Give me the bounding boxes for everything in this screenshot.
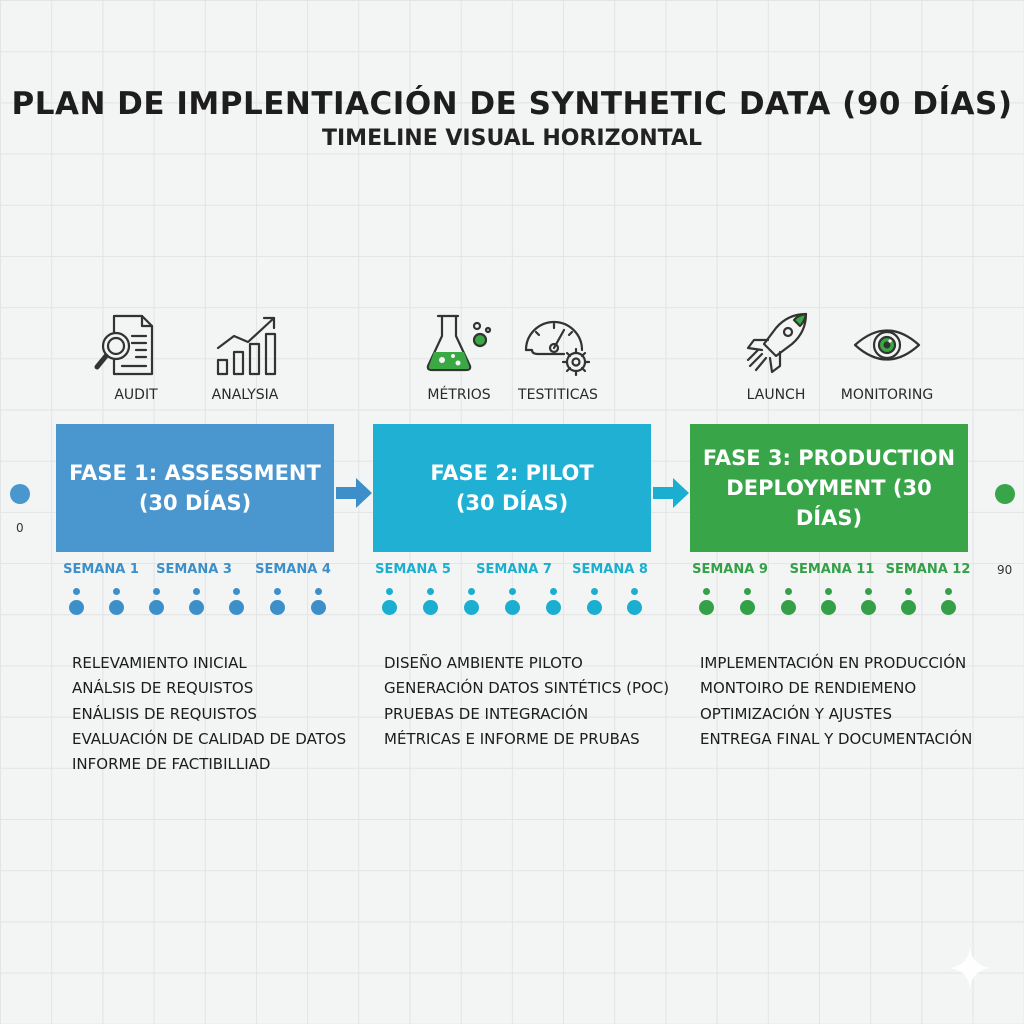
week-label: SEMANA 1 xyxy=(63,562,139,577)
phase-1-duration: (30 DÍAS) xyxy=(138,491,252,515)
timeline-start-dot xyxy=(10,484,30,504)
monitoring-icon-label: MONITORING xyxy=(840,387,934,403)
phase-1-title: FASE 1: ASSESSMENT xyxy=(69,461,321,485)
day-marker xyxy=(550,588,557,595)
day-dot xyxy=(821,600,836,615)
day-marker xyxy=(591,588,598,595)
day-marker xyxy=(73,588,80,595)
phase-1-task-list: RELEVAMIENTO INICIAL ANÁLSIS DE REQUISTO… xyxy=(72,651,346,777)
day-dot xyxy=(189,600,204,615)
day-dot xyxy=(229,600,244,615)
audit-document-magnifier-icon xyxy=(92,310,162,380)
day-marker xyxy=(274,588,281,595)
day-marker xyxy=(315,588,322,595)
task-item: ANÁLSIS DE REQUISTOS xyxy=(72,679,254,698)
week-label: SEMANA 11 xyxy=(789,562,875,577)
task-item: ENTREGA FINAL Y DOCUMENTACIÓN xyxy=(700,729,973,748)
day-dot xyxy=(861,600,876,615)
phase-2-duration: (30 DÍAS) xyxy=(455,491,569,515)
week-label: SEMANA 7 xyxy=(476,562,552,577)
arrow-right-icon xyxy=(653,478,689,508)
task-item: RELEVAMIENTO INICIAL xyxy=(72,654,247,672)
timeline-start-label: 0 xyxy=(16,521,24,535)
task-item: ENÁLISIS DE REQUISTOS xyxy=(72,704,257,723)
rocket-icon xyxy=(740,310,810,380)
day-dot xyxy=(781,600,796,615)
task-item: DISEÑO AMBIENTE PILOTO xyxy=(384,654,583,672)
metrics-icon-label: MÉTRIOS xyxy=(427,387,491,403)
day-dot xyxy=(311,600,326,615)
day-dot xyxy=(627,600,642,615)
day-dot xyxy=(546,600,561,615)
timeline-end-label: 90 xyxy=(997,563,1013,577)
phase-1-box: FASE 1: ASSESSMENT (30 DÍAS) xyxy=(56,424,334,552)
day-marker xyxy=(631,588,638,595)
day-marker xyxy=(785,588,792,595)
day-marker xyxy=(945,588,952,595)
week-label: SEMANA 3 xyxy=(156,562,232,577)
week-label: SEMANA 9 xyxy=(692,562,768,577)
day-marker xyxy=(905,588,912,595)
day-marker xyxy=(744,588,751,595)
day-marker xyxy=(427,588,434,595)
task-item: MONTOIRO DE RENDIEMENO xyxy=(700,679,917,698)
day-marker xyxy=(468,588,475,595)
day-dot xyxy=(382,600,397,615)
task-item: EVALUACIÓN DE CALIDAD DE DATOS xyxy=(72,729,347,748)
day-dot xyxy=(941,600,956,615)
analysis-icon-label: ANALYSIA xyxy=(211,387,279,403)
phase-2-box: FASE 2: PILOT (30 DÍAS) xyxy=(373,424,651,552)
statistics-icon-label: TESTITICAS xyxy=(518,387,598,403)
sparkle-icon xyxy=(947,945,993,991)
task-item: OPTIMIZACIÓN Y AJUSTES xyxy=(700,704,893,723)
day-dot xyxy=(699,600,714,615)
audit-icon-label: AUDIT xyxy=(114,387,158,403)
week-label: SEMANA 12 xyxy=(885,562,971,577)
task-item: INFORME DE FACTIBILLIAD xyxy=(72,755,271,774)
phase-3-task-list: IMPLEMENTACIÓN EN PRODUCCIÓN MONTOIRO DE… xyxy=(700,651,972,752)
task-item: IMPLEMENTACIÓN EN PRODUCCIÓN xyxy=(700,654,967,672)
day-dot xyxy=(505,600,520,615)
day-marker xyxy=(193,588,200,595)
phase-2-title: FASE 2: PILOT xyxy=(430,461,594,485)
launch-icon-label: LAUNCH xyxy=(746,387,806,403)
phase-2-task-list: DISEÑO AMBIENTE PILOTO GENERACIÓN DATOS … xyxy=(384,651,669,752)
eye-icon xyxy=(852,310,922,380)
day-marker xyxy=(386,588,393,595)
flask-icon xyxy=(422,306,492,376)
day-dot xyxy=(423,600,438,615)
task-item: PRUEBAS DE INTEGRACIÓN xyxy=(384,704,589,723)
day-dot xyxy=(901,600,916,615)
day-marker xyxy=(865,588,872,595)
day-dot xyxy=(109,600,124,615)
day-marker xyxy=(153,588,160,595)
day-marker xyxy=(113,588,120,595)
day-marker xyxy=(233,588,240,595)
page-title: PLAN DE IMPLENTIACIÓN DE SYNTHETIC DATA … xyxy=(11,86,1013,122)
day-dot xyxy=(270,600,285,615)
day-marker xyxy=(509,588,516,595)
day-dot xyxy=(464,600,479,615)
page-subtitle: TIMELINE VISUAL HORIZONTAL xyxy=(321,126,702,151)
week-label: SEMANA 8 xyxy=(572,562,648,577)
phase-3-title: FASE 3: PRODUCTION xyxy=(702,446,956,470)
task-item: GENERACIÓN DATOS SINTÉTICS (POC) xyxy=(384,679,670,698)
analysis-bar-chart-icon xyxy=(212,312,282,382)
timeline-end-dot xyxy=(995,484,1015,504)
gauge-gear-icon xyxy=(520,310,591,380)
day-dot xyxy=(69,600,84,615)
arrow-right-icon xyxy=(336,478,372,508)
task-item: MÉTRICAS E INFORME DE PRUBAS xyxy=(384,729,640,748)
week-label: SEMANA 4 xyxy=(255,562,331,577)
day-marker xyxy=(825,588,832,595)
week-label: SEMANA 5 xyxy=(375,562,451,577)
day-dot xyxy=(587,600,602,615)
day-dot xyxy=(740,600,755,615)
day-marker xyxy=(703,588,710,595)
phase-3-box: FASE 3: PRODUCTION DEPLOYMENT (30 DÍAS) xyxy=(690,424,968,552)
phase-3-duration: DEPLOYMENT (30 DÍAS) xyxy=(726,476,932,530)
day-dot xyxy=(149,600,164,615)
